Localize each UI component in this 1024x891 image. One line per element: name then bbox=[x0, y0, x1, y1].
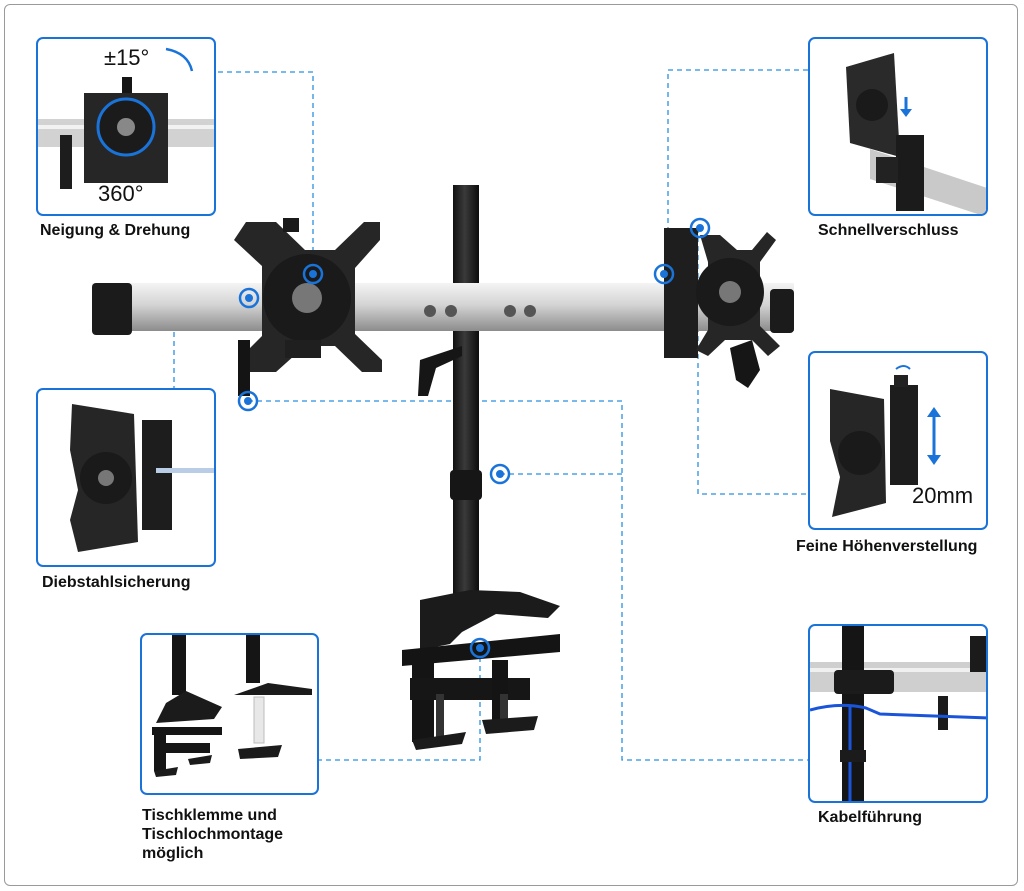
marker-cable-arm bbox=[237, 390, 259, 412]
rotate-label: 360° bbox=[98, 181, 144, 206]
marker-tilt bbox=[302, 263, 324, 285]
height-range-label: 20mm bbox=[912, 483, 974, 508]
vesa-plate-left bbox=[234, 218, 382, 396]
desk-clamp bbox=[402, 590, 560, 750]
panel-quick-release bbox=[808, 37, 988, 216]
vesa-plate-right bbox=[664, 228, 780, 388]
leader-tilt bbox=[218, 71, 314, 272]
caption-height-adjust: Feine Höhenverstellung bbox=[796, 538, 978, 555]
leader-height bbox=[697, 228, 808, 495]
marker-clamp bbox=[469, 637, 491, 659]
leader-cable bbox=[248, 400, 808, 761]
arm-lever bbox=[418, 346, 462, 396]
caption-clamp-line-2: Tischlochmontage bbox=[142, 826, 284, 843]
caption-tilt-rotation: Neigung & Drehung bbox=[40, 222, 191, 239]
marker-cable-pole bbox=[489, 463, 511, 485]
panel-height-adjust: 20mm bbox=[808, 351, 988, 530]
panel-clamp-grommet bbox=[140, 633, 319, 795]
marker-theft bbox=[238, 287, 260, 309]
pole bbox=[453, 185, 479, 615]
crossbar-endcap-right bbox=[770, 289, 794, 333]
caption-cable-management: Kabelführung bbox=[818, 809, 922, 826]
marker-height bbox=[653, 263, 675, 285]
caption-anti-theft: Diebstahlsicherung bbox=[42, 574, 191, 591]
marker-quick bbox=[689, 217, 711, 239]
caption-clamp-line-1: Tischklemme und bbox=[142, 807, 277, 824]
panel-anti-theft bbox=[36, 388, 216, 567]
pole-collar bbox=[450, 470, 482, 500]
crossbar-screws bbox=[424, 305, 536, 317]
caption-clamp-line-3: möglich bbox=[142, 845, 204, 862]
leader-quick bbox=[667, 69, 808, 272]
panel-cable-management bbox=[808, 624, 988, 803]
feature-markers bbox=[237, 217, 711, 659]
caption-quick-release: Schnellverschluss bbox=[818, 222, 959, 239]
crossbar-endcap-left bbox=[92, 283, 132, 335]
panel-tilt-rotation: ±15° 360° bbox=[36, 37, 216, 216]
tilt-label: ±15° bbox=[104, 45, 150, 70]
